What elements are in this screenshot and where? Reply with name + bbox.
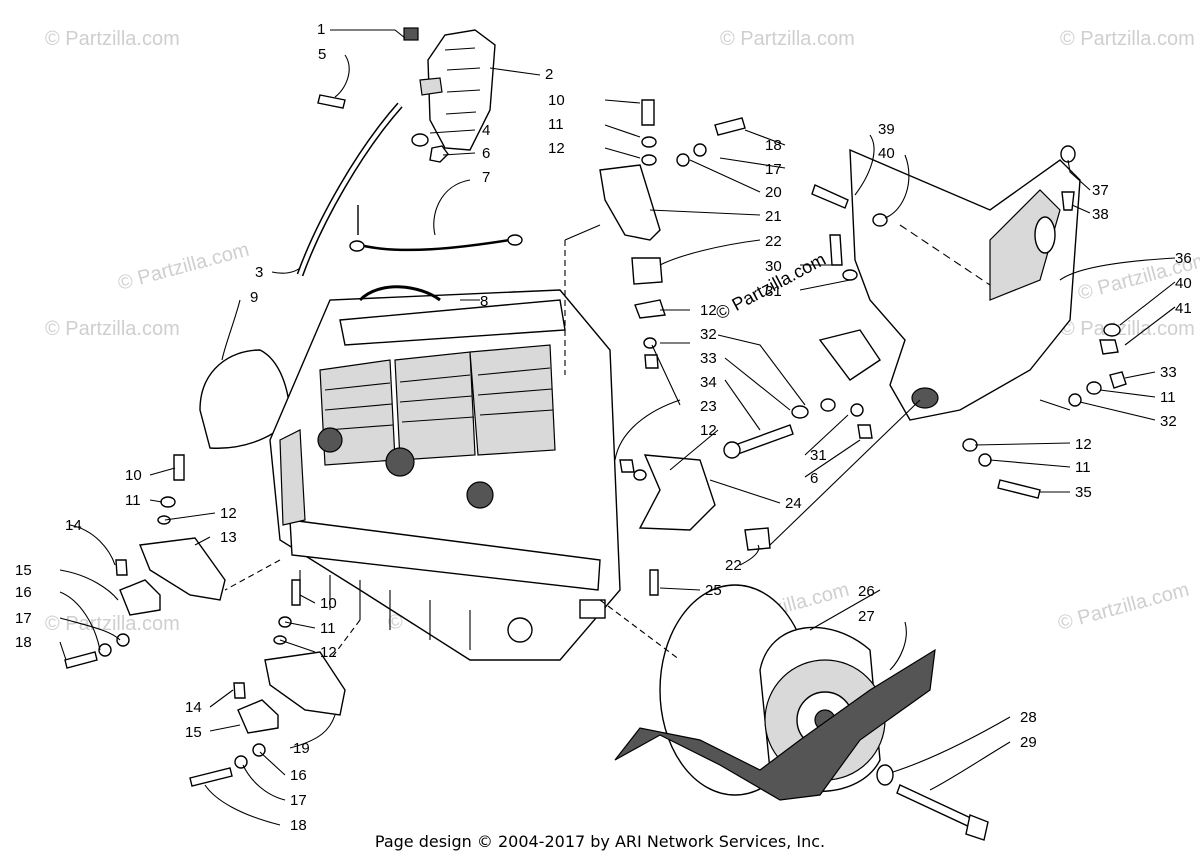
callout-34: 34 [700,374,717,391]
callout-22: 22 [725,557,742,574]
engine-mount-left[interactable] [139,537,226,601]
callout-26: 26 [858,583,875,600]
mount-bracket[interactable] [599,164,661,241]
callout-31: 31 [810,447,827,464]
callout-32: 32 [700,326,717,343]
callout-20: 20 [765,184,782,201]
callout-9: 9 [250,289,258,306]
callout-30: 30 [765,258,782,275]
callout-15: 15 [15,562,32,579]
callout-39: 39 [878,121,895,138]
fan-cover[interactable] [419,29,496,151]
callout-11: 11 [125,492,141,509]
callout-22: 22 [765,233,782,250]
callout-19: 19 [293,740,310,757]
callout-11: 11 [1075,459,1091,476]
clip[interactable] [403,27,419,41]
callout-16: 16 [290,767,307,784]
callouts: 1 2 5 4 6 7 3 8 9 10 11 12 18 17 20 21 2… [15,21,1192,834]
watermark: © Partzilla.com [720,28,855,50]
callout-2: 2 [545,66,553,83]
hardware[interactable] [64,99,1127,787]
long-bolt[interactable] [734,424,794,455]
callout-12: 12 [700,422,717,439]
callout-16: 16 [15,584,32,601]
callout-12: 12 [548,140,565,157]
callout-23: 23 [700,398,717,415]
callout-35: 35 [1075,484,1092,501]
callout-37: 37 [1092,182,1109,199]
callout-11: 11 [548,116,564,133]
bolt[interactable] [317,94,346,109]
callout-18: 18 [765,137,782,154]
callout-25: 25 [705,582,722,599]
callout-17: 17 [290,792,307,809]
ground-cable[interactable] [359,238,511,252]
callout-13: 13 [220,529,237,546]
watermark: © Partzilla.com [45,613,180,635]
callout-24: 24 [785,495,802,512]
nut[interactable] [429,145,449,163]
footer-copyright: Page design © 2004-2017 by ARI Network S… [374,832,826,851]
callout-18: 18 [15,634,32,651]
callout-14: 14 [65,517,82,534]
callout-41: 41 [1175,300,1192,317]
damper[interactable] [119,579,161,616]
callout-40: 40 [1175,275,1192,292]
callout-1: 1 [317,21,325,38]
callout-7: 7 [482,169,490,186]
callout-10: 10 [125,467,142,484]
callout-15: 15 [185,724,202,741]
engine-bracket[interactable] [849,148,1081,421]
washer[interactable] [411,133,429,147]
callout-3: 3 [255,264,263,281]
callout-6: 6 [810,470,818,487]
callout-10: 10 [320,595,337,612]
callout-8: 8 [480,293,488,310]
watermark: © Partzilla.com [1060,28,1195,50]
callout-33: 33 [1160,364,1177,381]
callout-18: 18 [290,817,307,834]
callout-5: 5 [318,46,326,63]
watermark: © Partzilla.com [45,28,180,50]
callout-17: 17 [765,161,782,178]
callout-31: 31 [765,283,782,300]
watermark: © Partzilla.com [1056,579,1192,635]
rubber-damper[interactable] [631,257,663,285]
callout-12: 12 [220,505,237,522]
callout-36: 36 [1175,250,1192,267]
callout-14: 14 [185,699,202,716]
callout-29: 29 [1020,734,1037,751]
callout-12: 12 [320,644,337,661]
watermark: © Partzilla.com [116,239,252,295]
mount-bracket-lower[interactable] [638,454,716,531]
watermark: © Partzilla.com [1060,318,1195,340]
callout-27: 27 [858,608,875,625]
engine-mount-front[interactable] [264,651,346,716]
callout-17: 17 [15,610,32,627]
callout-32: 32 [1160,413,1177,430]
callout-38: 38 [1092,206,1109,223]
callout-12: 12 [1075,436,1092,453]
callout-11: 11 [1160,389,1176,406]
callout-10: 10 [548,92,565,109]
callout-21: 21 [765,208,782,225]
clutch-bolt[interactable] [896,784,976,829]
callout-12: 12 [700,302,717,319]
heat-shield[interactable] [199,349,291,449]
parts-illustration [64,27,1127,841]
leader-lines [59,29,1176,826]
watermark: © Partzilla.com [45,318,180,340]
callout-33: 33 [700,350,717,367]
engine[interactable] [269,285,621,661]
callout-28: 28 [1020,709,1037,726]
callout-40: 40 [878,145,895,162]
damper[interactable] [237,699,279,734]
callout-4: 4 [482,122,490,139]
callout-11: 11 [320,620,336,637]
drive-belt[interactable] [614,648,936,801]
callout-6: 6 [482,145,490,162]
washer[interactable] [876,764,894,786]
